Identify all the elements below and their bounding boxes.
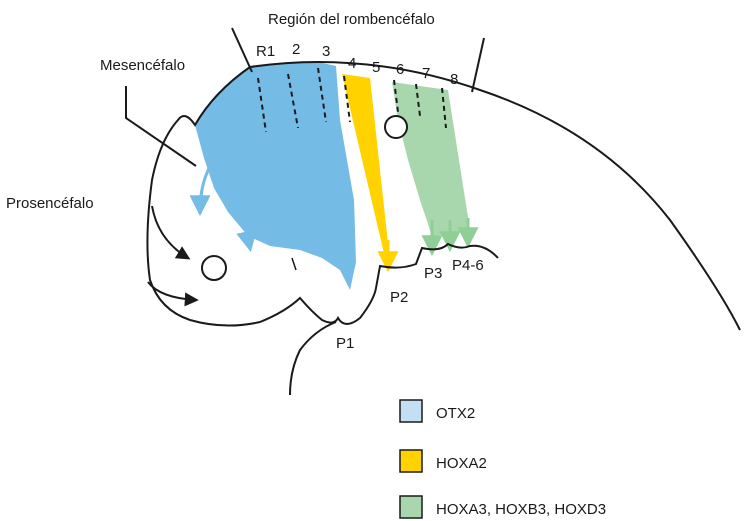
legend-swatch-hoxa2 bbox=[400, 450, 422, 472]
rhombomere-label-r1: R1 bbox=[256, 43, 275, 60]
legend: OTX2 HOXA2 HOXA3, HOXB3, HOXD3 bbox=[400, 400, 606, 518]
hox3-region bbox=[392, 82, 470, 236]
otic-vesicle bbox=[385, 116, 407, 138]
arch-label-p2: P2 bbox=[390, 289, 408, 306]
rhombomere-label-3: 3 bbox=[322, 43, 330, 60]
arch-label-p4-6: P4-6 bbox=[452, 257, 484, 274]
region-label: Región del rombencéfalo bbox=[268, 11, 435, 28]
prosencephalon-label: Prosencéfalo bbox=[6, 195, 94, 212]
mesencephalon-label: Mesencéfalo bbox=[100, 57, 185, 74]
rhombomere-label-2: 2 bbox=[292, 41, 300, 58]
legend-swatch-otx2 bbox=[400, 400, 422, 422]
arch-label-p1: P1 bbox=[336, 335, 354, 352]
eye bbox=[202, 256, 226, 280]
mesencephalon-leader bbox=[126, 86, 196, 166]
rhombomere-label-6: 6 bbox=[396, 61, 404, 78]
rhombomere-label-7: 7 bbox=[422, 65, 430, 82]
legend-label-otx2: OTX2 bbox=[436, 405, 475, 422]
rhombomere-label-8: 8 bbox=[450, 71, 458, 88]
region-leader-right bbox=[472, 38, 484, 92]
rhombomere-label-5: 5 bbox=[372, 59, 380, 76]
prosencephalon-arrow-1 bbox=[152, 206, 188, 258]
arch-label-p3: P3 bbox=[424, 265, 442, 282]
otx2-region bbox=[195, 62, 356, 290]
region-leader-left bbox=[232, 28, 252, 72]
arch-boundary-1 bbox=[292, 258, 296, 270]
legend-swatch-hox3 bbox=[400, 496, 422, 518]
legend-label-hoxa2: HOXA2 bbox=[436, 455, 487, 472]
legend-label-hox3: HOXA3, HOXB3, HOXD3 bbox=[436, 501, 606, 518]
rhombomere-label-4: 4 bbox=[348, 55, 356, 72]
embryo-outline-neck bbox=[290, 322, 336, 395]
